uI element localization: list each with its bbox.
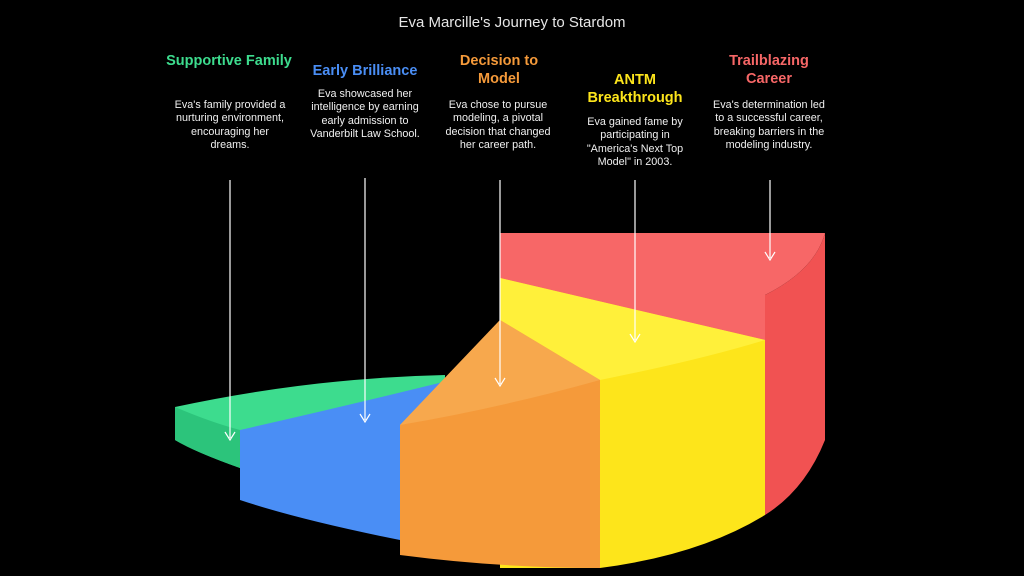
stage-title-antm-breakthrough: ANTM Breakthrough (587, 72, 683, 106)
diagram-title: Eva Marcille's Journey to Stardom (398, 14, 626, 31)
arrow-antm-breakthrough (629, 180, 641, 344)
arrow-early-brilliance (359, 178, 371, 424)
arrow-decision-to-model (494, 180, 506, 388)
stage-desc-decision-to-model: Eva chose to pursue modeling, a pivotal … (445, 99, 551, 152)
stage-title-early-brilliance: Early Brilliance (312, 63, 418, 79)
arrow-supportive-family (224, 180, 236, 442)
stage-title-trailblazing-career: Trailblazing Career (729, 53, 809, 87)
stage-title-supportive-family: Supportive Family (166, 53, 292, 69)
arrow-trailblazing-career (764, 180, 776, 262)
stage-title-decision-to-model: Decision to Model (459, 53, 539, 87)
pointer-arrows (224, 178, 776, 442)
stage-desc-trailblazing-career: Eva's determination led to a successful … (713, 99, 825, 152)
stage-desc-antm-breakthrough: Eva gained fame by participating in "Ame… (586, 116, 684, 169)
stage-desc-early-brilliance: Eva showcased her intelligence by earnin… (310, 88, 420, 141)
stage-desc-supportive-family: Eva's family provided a nurturing enviro… (174, 99, 286, 152)
